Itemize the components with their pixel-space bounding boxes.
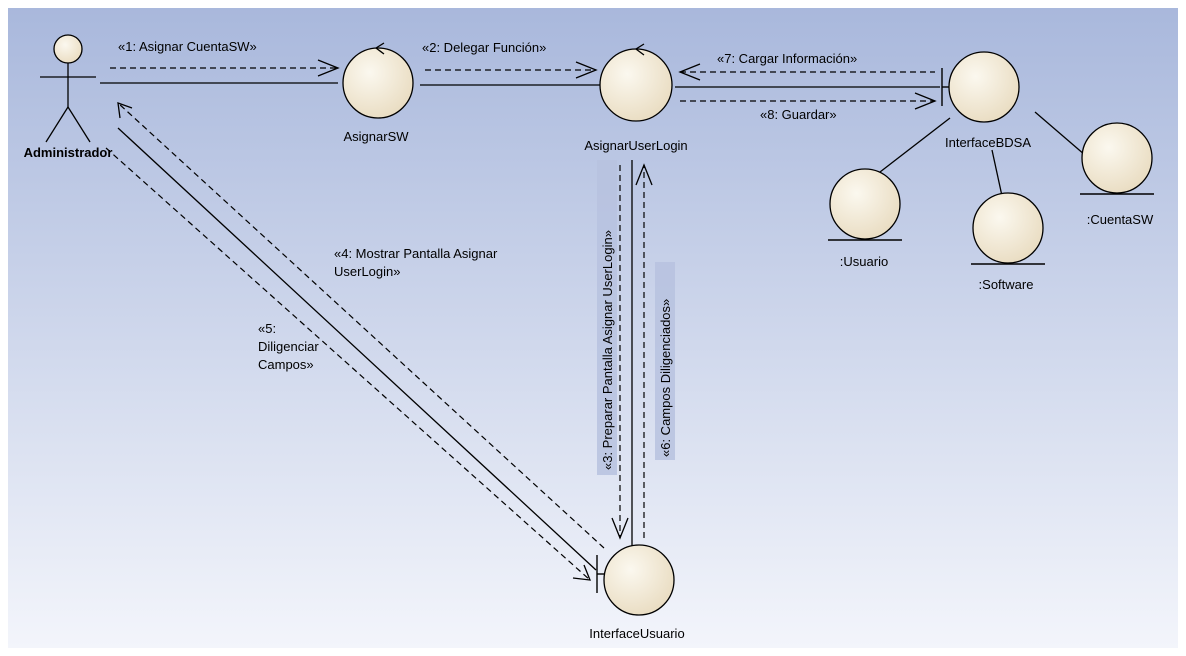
association-admin-interfaceusuario bbox=[117, 127, 597, 571]
arrowhead-6 bbox=[635, 163, 653, 186]
arrowhead-8 bbox=[914, 92, 937, 110]
boundary-interfacebdsa[interactable]: InterfaceBDSA bbox=[941, 51, 1031, 150]
message-label-8: «8: Guardar» bbox=[760, 107, 837, 122]
association-interfacebdsa-usuario bbox=[879, 117, 951, 173]
node-label-interfaceusuario: InterfaceUsuario bbox=[589, 626, 684, 641]
message-label-4-line1: «4: Mostrar Pantalla Asignar bbox=[334, 246, 498, 261]
entity-object-icon bbox=[1081, 122, 1153, 194]
message-label-5-line1: «5: bbox=[258, 321, 276, 336]
boundary-object-icon bbox=[603, 544, 675, 616]
arrowhead-2 bbox=[575, 61, 598, 79]
message-arrow-5 bbox=[105, 147, 591, 581]
message-label-4-line2: UserLogin» bbox=[334, 264, 401, 279]
control-arrow-icon bbox=[634, 43, 645, 56]
entity-software[interactable]: :Software bbox=[971, 192, 1045, 292]
boundary-object-icon bbox=[948, 51, 1020, 123]
entity-cuentasw[interactable]: :CuentaSW bbox=[1080, 122, 1154, 227]
node-label-usuario: :Usuario bbox=[840, 254, 888, 269]
message-label-1: «1: Asignar CuentaSW» bbox=[118, 39, 257, 54]
association-interfacebdsa-software bbox=[991, 149, 1003, 197]
control-asignaruserlogin[interactable]: AsignarUserLogin bbox=[584, 43, 688, 153]
entity-object-icon bbox=[972, 192, 1044, 264]
control-object-icon bbox=[342, 47, 414, 119]
message-label-3-highlight bbox=[597, 160, 617, 475]
node-label-asignaruserlogin: AsignarUserLogin bbox=[584, 138, 687, 153]
boundary-interfaceusuario[interactable]: InterfaceUsuario bbox=[589, 544, 685, 641]
arrowhead-1 bbox=[317, 59, 340, 77]
node-label-cuentasw: :CuentaSW bbox=[1087, 212, 1154, 227]
arrowhead-4 bbox=[117, 102, 133, 119]
arrowhead-5 bbox=[572, 564, 592, 581]
control-asignarsw[interactable]: AsignarSW bbox=[342, 42, 414, 144]
control-arrow-icon bbox=[374, 42, 385, 55]
message-label-6-highlight bbox=[655, 262, 675, 460]
arrowheads bbox=[117, 59, 937, 581]
node-label-software: :Software bbox=[979, 277, 1034, 292]
arrowhead-7 bbox=[678, 63, 701, 81]
message-label-3: «3: Preparar Pantalla Asignar UserLogin» bbox=[600, 230, 615, 470]
actor-administrador[interactable]: Administrador bbox=[24, 34, 113, 160]
message-label-2: «2: Delegar Función» bbox=[422, 40, 546, 55]
message-label-5-line2: Diligenciar bbox=[258, 339, 319, 354]
stick-figure-actor-icon bbox=[40, 34, 96, 143]
actor-label: Administrador bbox=[24, 145, 113, 160]
arrowhead-3 bbox=[611, 517, 629, 540]
entity-usuario[interactable]: :Usuario bbox=[828, 168, 902, 269]
node-label-asignarsw: AsignarSW bbox=[343, 129, 409, 144]
message-arrows bbox=[105, 67, 935, 581]
control-object-icon bbox=[599, 48, 673, 122]
node-label-interfacebdsa: InterfaceBDSA bbox=[945, 135, 1031, 150]
message-label-5-line3: Campos» bbox=[258, 357, 314, 372]
association-lines bbox=[100, 82, 1086, 571]
message-label-7: «7: Cargar Información» bbox=[717, 51, 857, 66]
association-interfacebdsa-cuentasw bbox=[1034, 111, 1086, 156]
entity-object-icon bbox=[829, 168, 901, 240]
message-label-6: «6: Campos Diligenciados» bbox=[658, 299, 673, 457]
